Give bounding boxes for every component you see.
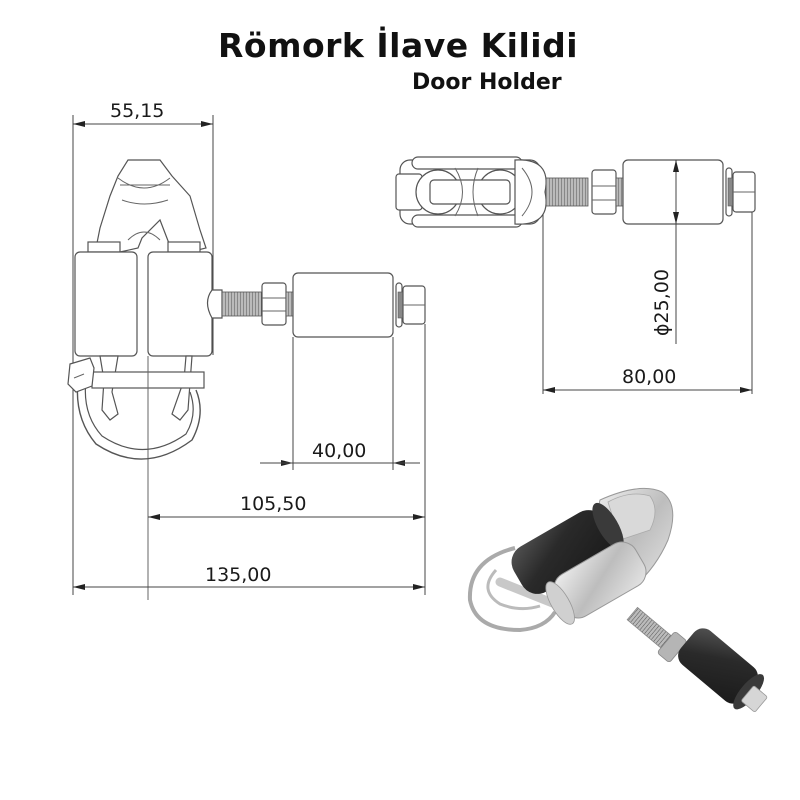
product-render <box>467 487 768 712</box>
dim-bolt-reach: 105,50 <box>148 324 426 595</box>
dim-label-side-length: 80,00 <box>622 366 676 388</box>
title-main: Römork İlave Kilidi <box>218 26 579 65</box>
dim-label-bolt-reach: 105,50 <box>240 493 306 515</box>
dim-label-overall-length: 135,00 <box>205 564 271 586</box>
dim-width-top: 55,15 <box>72 100 214 595</box>
dim-label-width-top: 55,15 <box>110 100 164 122</box>
dim-diameter: ϕ25,00 <box>651 269 673 336</box>
title-subtitle: Door Holder <box>412 70 562 95</box>
dim-label-roller-length: 40,00 <box>312 440 366 462</box>
dim-label-diameter: ϕ25,00 <box>651 269 673 336</box>
dim-side-length: 80,00 <box>542 212 753 394</box>
top-view <box>395 156 756 344</box>
dim-roller-length: 40,00 <box>260 337 420 470</box>
dim-overall-length: 135,00 <box>73 564 425 590</box>
front-view: 55,15 <box>67 100 426 600</box>
